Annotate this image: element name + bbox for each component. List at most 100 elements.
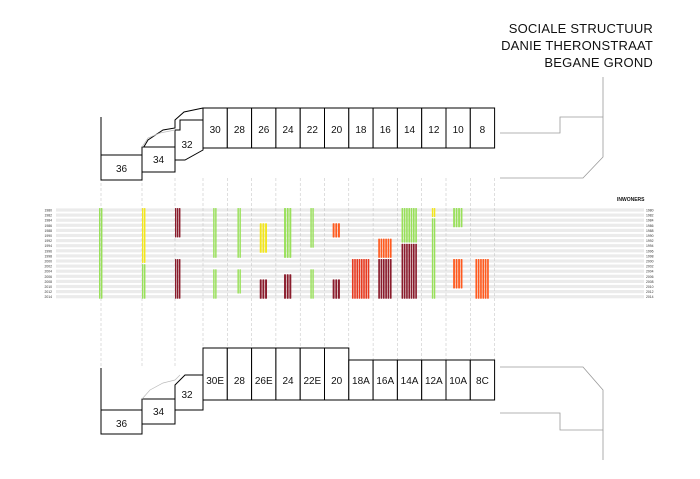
unit-32-top-label: 32 <box>181 140 193 151</box>
house-24-bottom: 24 <box>275 347 301 401</box>
title-block: SOCIALE STRUCTUUR DANIE THERONSTRAAT BEG… <box>501 20 653 71</box>
unit-32-bottom <box>174 374 204 411</box>
house-outline <box>396 107 423 149</box>
unit-34-top <box>141 146 176 173</box>
year-band <box>56 228 644 232</box>
year-band <box>56 249 644 253</box>
house-outline <box>348 359 374 401</box>
year-label-left: 1984 <box>44 219 52 223</box>
house-28-top: 28 <box>226 107 253 149</box>
house-number: 26 <box>258 125 270 136</box>
occupancy-bar-20 <box>332 279 340 299</box>
house-number: 12A <box>425 376 443 387</box>
year-label-left: 2000 <box>44 260 52 264</box>
occupancy-stroke <box>312 208 314 248</box>
house-outline <box>226 347 253 401</box>
house-20-bottom: 20 <box>324 347 350 401</box>
occupancy-stroke <box>453 208 455 228</box>
occupancy-stroke <box>406 243 408 299</box>
house-12A-bottom: 12A <box>421 359 447 401</box>
house-outline <box>202 107 228 149</box>
year-label-right: 1990 <box>646 234 654 238</box>
year-label-right: 1998 <box>646 254 654 258</box>
year-band <box>56 208 644 212</box>
year-band <box>56 279 644 283</box>
occupancy-stroke <box>354 259 356 299</box>
occupancy-stroke <box>460 259 463 289</box>
house-number: 18A <box>352 376 370 387</box>
occupancy-stroke <box>215 208 217 258</box>
occupancy-bar-10 <box>453 259 463 289</box>
house-24-top: 24 <box>275 107 301 149</box>
occupancy-stroke <box>433 208 436 218</box>
occupancy-bar-14 <box>401 208 417 243</box>
occupancy-stroke <box>310 208 312 248</box>
title-line-2: DANIE THERONSTRAAT <box>501 38 653 53</box>
year-label-right: 1986 <box>646 224 654 228</box>
title-line-1: SOCIALE STRUCTUUR <box>508 21 653 36</box>
house-number: 14 <box>404 125 416 136</box>
house-outline <box>348 107 374 149</box>
house-number: 8 <box>480 125 486 136</box>
occupancy-bar-34 <box>142 264 146 299</box>
occupancy-stroke <box>358 259 361 299</box>
occupancy-bar-28 <box>237 208 241 258</box>
house-outline <box>202 347 228 401</box>
occupancy-bar-22 <box>310 269 314 299</box>
occupancy-bar-16 <box>378 259 392 299</box>
year-band <box>56 223 644 227</box>
occupancy-stroke <box>312 269 314 299</box>
house-number: 26E <box>255 376 273 387</box>
occupancy-bar-16 <box>378 238 392 258</box>
occupancy-stroke <box>177 259 179 299</box>
year-label-right: 2012 <box>646 290 654 294</box>
occupancy-stroke <box>142 208 144 263</box>
occupancy-stroke <box>239 269 241 294</box>
house-outline <box>324 347 350 401</box>
occupancy-bars <box>99 208 489 299</box>
occupancy-stroke <box>406 208 408 243</box>
occupancy-stroke <box>460 208 463 228</box>
occupancy-stroke <box>378 238 380 258</box>
house-number: 28 <box>234 376 246 387</box>
occupancy-bar-30 <box>213 208 217 258</box>
house-number: 16A <box>376 376 394 387</box>
year-label-right: 2006 <box>646 275 654 279</box>
occupancy-bar-32 <box>175 259 181 299</box>
year-label-left: 2014 <box>44 295 52 299</box>
year-label-left: 1982 <box>44 214 52 218</box>
occupancy-stroke <box>367 259 370 299</box>
year-label-left: 1990 <box>44 234 52 238</box>
occupancy-stroke <box>415 243 417 299</box>
occupancy-stroke <box>360 259 363 299</box>
house-10-top: 10 <box>445 107 471 149</box>
occupancy-bar-8 <box>475 259 489 299</box>
occupancy-bar-26 <box>259 223 268 253</box>
occupancy-stroke <box>179 208 181 238</box>
occupancy-stroke <box>487 259 489 299</box>
house-outline <box>226 107 253 149</box>
occupancy-stroke <box>286 274 289 299</box>
occupancy-stroke <box>387 259 390 299</box>
occupancy-stroke <box>99 208 101 299</box>
year-label-right: 2000 <box>646 260 654 264</box>
house-10A-bottom: 10A <box>445 359 471 401</box>
house-16A-bottom: 16A <box>372 359 398 401</box>
occupancy-bar-12 <box>431 218 436 299</box>
house-number: 8C <box>476 376 489 387</box>
house-number: 28 <box>234 125 246 136</box>
unit-36-bottom-label: 36 <box>116 419 128 430</box>
year-label-left: 1998 <box>44 254 52 258</box>
top-left-units: 36 34 32 <box>100 107 204 181</box>
occupancy-stroke <box>310 269 312 299</box>
house-28-bottom: 28 <box>226 347 253 401</box>
house-22-top: 22 <box>299 107 326 149</box>
facade-guides <box>100 178 495 368</box>
house-8-top: 8 <box>469 107 496 149</box>
year-label-right: 2004 <box>646 270 654 274</box>
year-band <box>56 239 644 243</box>
occupancy-stroke <box>363 259 365 299</box>
occupancy-stroke <box>265 223 268 253</box>
year-band <box>56 233 644 238</box>
occupancy-stroke <box>380 259 383 299</box>
